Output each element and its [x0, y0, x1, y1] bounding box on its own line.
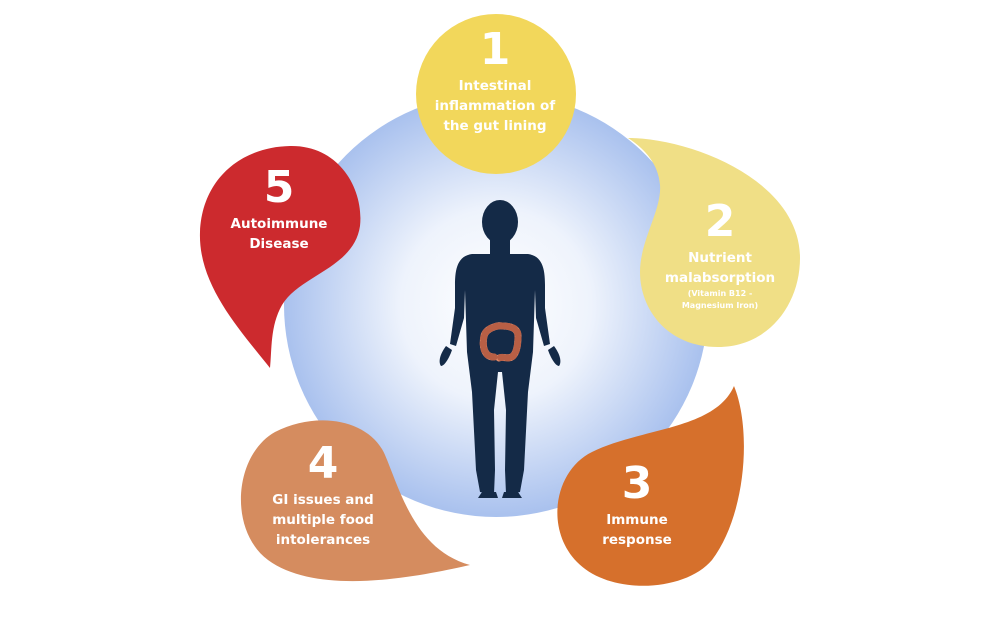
step-2-text-line: malabsorption: [664, 270, 776, 286]
step-5-label: 5 Autoimmune Disease: [204, 162, 354, 254]
colon-icon: [479, 322, 522, 362]
step-5-text-line: Disease: [249, 236, 309, 252]
step-3-text-line: response: [602, 532, 672, 548]
step-2-note-line: (Vitamin B12 -: [687, 289, 753, 298]
step-4-text-line: intolerances: [275, 532, 371, 548]
step-4-text-line: GI issues and: [272, 492, 374, 508]
step-1-text-line: Intestinal: [458, 78, 532, 94]
step-4-text-line: multiple food: [272, 512, 374, 528]
step-2-text-line: Nutrient: [688, 250, 752, 266]
step-2-note-line: Magnesium Iron): [681, 301, 759, 310]
step-3-label: 3 Immune response: [557, 458, 717, 550]
step-1-label: 1 Intestinal inflammation of the gut lin…: [415, 24, 575, 136]
step-3-number: 3: [621, 458, 653, 509]
step-2-blob: [628, 138, 800, 347]
step-1-text-line: the gut lining: [443, 118, 547, 134]
human-silhouette-icon: [439, 200, 561, 498]
step-3-blob: [557, 386, 744, 586]
step-1-text-line: inflammation of: [434, 98, 556, 114]
step-5-blob: [199, 145, 361, 368]
step-5-number: 5: [263, 162, 295, 213]
step-4-number: 4: [307, 438, 339, 489]
step-4-blob: [240, 420, 470, 582]
step-1-number: 1: [479, 24, 511, 75]
step-5-text-line: Autoimmune: [230, 216, 328, 232]
step-4-label: 4 GI issues and multiple food intoleranc…: [243, 438, 403, 550]
step-1-circle: [416, 14, 576, 174]
step-2-number: 2: [704, 196, 736, 247]
step-3-text-line: Immune: [606, 512, 668, 528]
step-2-label: 2 Nutrient malabsorption (Vitamin B12 - …: [640, 196, 800, 312]
